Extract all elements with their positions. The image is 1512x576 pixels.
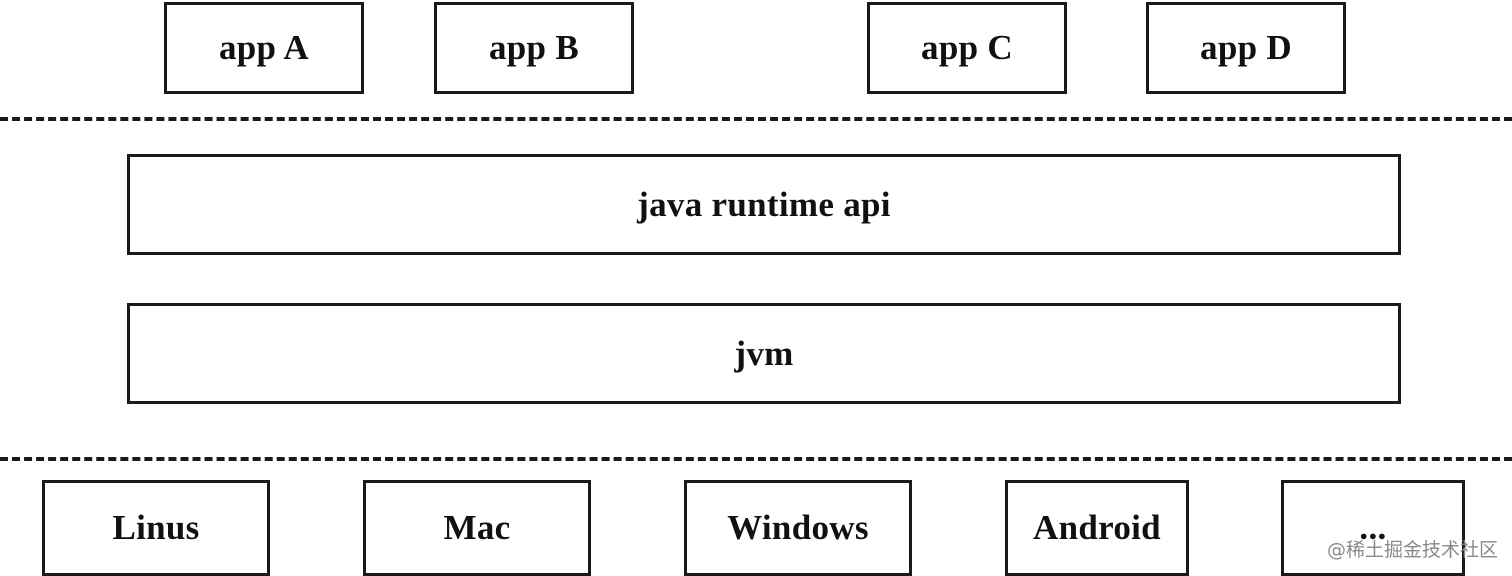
platform-more-label: ... [1359,508,1387,547]
platform-mac-box: Mac [363,480,591,576]
app-b-label: app B [488,28,580,67]
platform-mac-label: Mac [443,508,511,547]
platform-android-label: Android [1033,508,1161,547]
platform-linus-label: Linus [112,508,200,547]
platform-linus-box: Linus [42,480,270,576]
platform-more-box: ... [1281,480,1465,576]
app-c-label: app C [921,28,1013,67]
jvm-label: jvm [734,333,794,373]
platform-windows-label: Windows [727,508,869,547]
app-a-box: app A [164,2,364,94]
top-dashed-divider [0,117,1512,121]
java-runtime-api-box: java runtime api [127,154,1401,255]
watermark-text: @稀土掘金技术社区 [1326,539,1498,561]
bottom-dashed-divider [0,457,1512,461]
platform-windows-box: Windows [684,480,912,576]
app-d-box: app D [1146,2,1346,94]
app-a-label: app A [218,28,310,67]
jvm-box: jvm [127,303,1401,404]
app-b-box: app B [434,2,634,94]
app-c-box: app C [867,2,1067,94]
app-d-label: app D [1200,28,1292,67]
java-runtime-api-label: java runtime api [637,184,891,224]
platform-android-box: Android [1005,480,1189,576]
